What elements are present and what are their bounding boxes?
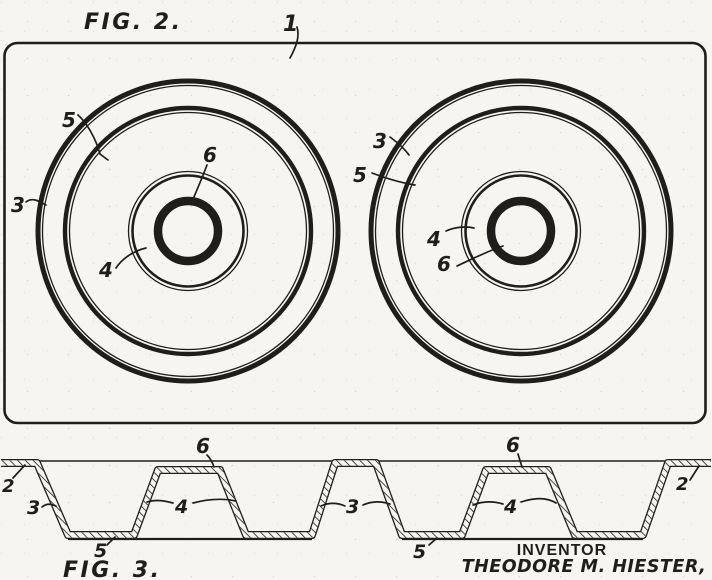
ref-numeral-3-left: 3 [11, 193, 25, 217]
ref-numeral-6-right: 6 [506, 433, 520, 457]
leader-line [362, 501, 391, 506]
ref-numeral-5-right: 5 [353, 163, 367, 187]
right-pan-tube-base-line [460, 170, 582, 292]
left-pan-tube-base-line [127, 170, 249, 292]
leader-line [146, 499, 174, 504]
leader-line [41, 503, 57, 508]
left-pan-outer-rim-circle [35, 78, 341, 384]
right-pan-wall-circle [395, 105, 647, 357]
leader-line [106, 536, 116, 546]
fig3-caption: FIG. 3. [63, 558, 161, 580]
ref-numeral-6-right: 6 [437, 252, 451, 276]
inventor-heading: INVENTOR [517, 542, 607, 559]
pan-sheet-outline [3, 41, 707, 425]
ref-numeral-3-right: 3 [373, 129, 387, 153]
inventor-name: THEODORE M. HIESTER, [462, 557, 707, 577]
ref-numeral-2-right: 2 [676, 474, 689, 495]
ref-numeral-4-right: 4 [426, 227, 441, 251]
leader-line [77, 114, 109, 161]
fig2-top-view: FIG. 2. [3, 10, 707, 425]
ref-numeral-1: 1 [283, 12, 298, 37]
right-pan-wall-inner-line [401, 111, 641, 351]
leader-line [25, 198, 47, 206]
leader-line [115, 247, 147, 269]
left-pan-wall-inner-line [68, 111, 308, 351]
left-pan-center-tube-circle [153, 196, 223, 266]
leader-line [456, 245, 504, 267]
ref-numeral-4-right: 4 [503, 496, 517, 518]
leader-line [389, 136, 410, 156]
right-pan-outer-rim-inner-line [374, 84, 668, 378]
fig2-leader-lines [25, 26, 504, 269]
leader-line [428, 537, 438, 546]
fig3-leader-lines [12, 453, 700, 546]
right-pan-outer-rim-circle [368, 78, 674, 384]
leader-line [520, 497, 557, 504]
right-pan-center-tube-circle [486, 196, 556, 266]
leader-line [689, 465, 700, 481]
ref-numeral-4-left: 4 [174, 496, 188, 518]
inventor-signature-block: INVENTOR THEODORE M. HIESTER, [462, 542, 707, 577]
left-pan-top-view [35, 78, 341, 384]
right-pan-tube-wall-circle [464, 174, 578, 288]
leader-line [371, 172, 416, 186]
leader-line [289, 26, 299, 59]
ref-numeral-5-left: 5 [62, 108, 76, 132]
leader-line [192, 498, 237, 504]
right-pan-top-view [368, 78, 674, 384]
fig2-caption: FIG. 2. [84, 10, 182, 35]
leader-line [12, 464, 26, 479]
leader-line [320, 502, 346, 507]
ref-numeral-3-left: 3 [27, 497, 40, 519]
leader-line [445, 226, 475, 232]
fig3-section-view: 2 3 5 6 4 3 5 6 4 2 FIG. 3. [1, 433, 711, 580]
left-pan-wall-circle [62, 105, 314, 357]
ref-numeral-2-left: 2 [2, 476, 15, 497]
ref-numeral-5-left: 5 [94, 540, 107, 562]
ref-numeral-6-left: 6 [196, 434, 210, 458]
left-pan-outer-rim-inner-line [41, 84, 335, 378]
ref-numeral-5-mid: 5 [413, 541, 426, 563]
leader-line [190, 164, 208, 205]
ref-numeral-4-left: 4 [98, 258, 113, 282]
leader-line [206, 454, 215, 468]
leader-line [472, 501, 504, 506]
ref-numeral-3-mid: 3 [346, 496, 359, 518]
left-pan-tube-wall-circle [131, 174, 245, 288]
section-profile-strip [1, 459, 711, 539]
leader-line [517, 453, 523, 468]
section-hatching [1, 460, 711, 538]
ref-numeral-6-left: 6 [203, 143, 217, 167]
